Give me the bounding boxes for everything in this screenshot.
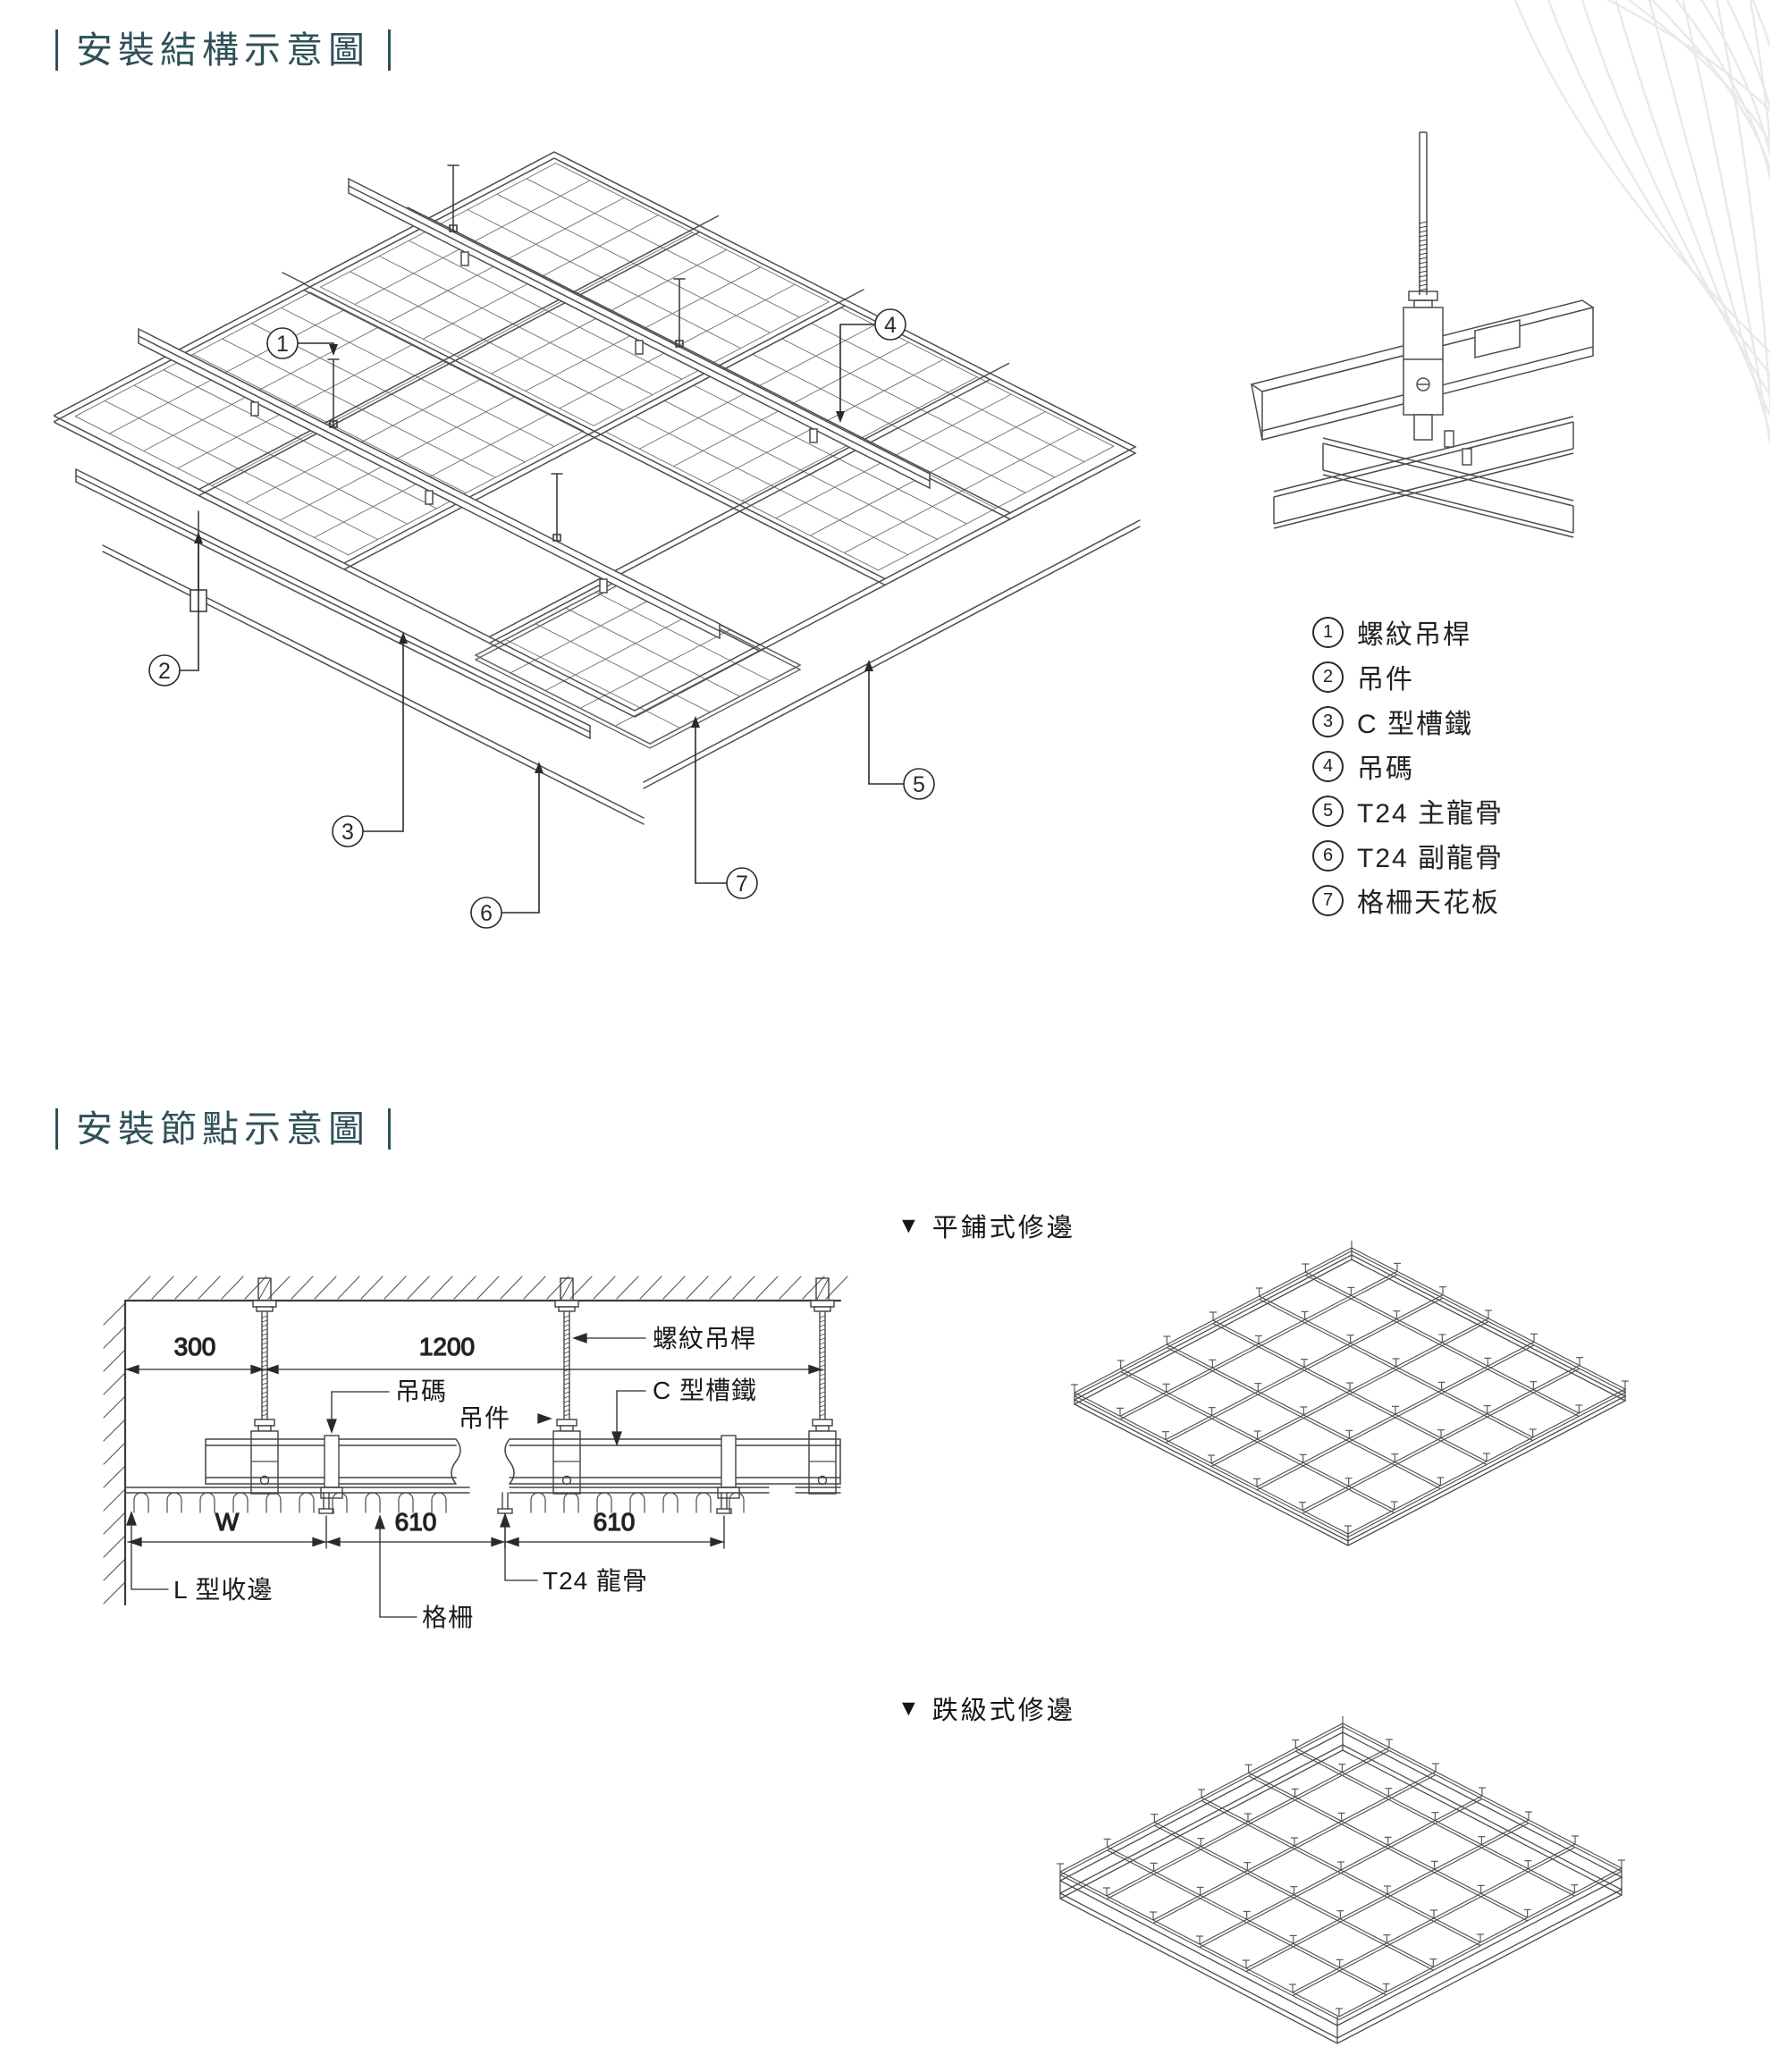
triangle-marker-icon: ▼ [898,1212,920,1238]
dim-w: W [215,1508,240,1536]
header-bar-right [388,1108,391,1150]
grille-cells-row [133,1492,745,1513]
callout-2: 2 [158,659,171,684]
dim-610-b: 610 [594,1508,636,1536]
flat-trim-panel-diagram [1071,1241,1629,1546]
slab-wall-hatching [103,1276,848,1605]
label-hanger: 吊件 [459,1404,510,1432]
variant-flat-text: 平鋪式修邊 [931,1214,1075,1242]
node-section-diagram: 300 1200 W 610 610 螺紋吊桿 C 型槽鐵 吊碼 吊件 L 型收… [103,1276,848,1631]
legend-num-3: 3 [1312,705,1344,737]
legend-num-7: 7 [1312,884,1344,916]
legend-num-2: 2 [1312,661,1344,693]
label-grille: 格柵 [422,1604,474,1631]
legend-label-3: C 型槽鐵 [1357,710,1473,739]
section-node-header: 安裝節點示意圖 [55,1108,391,1150]
label-t24: T24 龍骨 [543,1567,648,1595]
triangle-marker-icon: ▼ [898,1695,920,1721]
legend-num-6: 6 [1312,839,1344,872]
legend-num-1: 1 [1312,616,1344,648]
legend-item-cross-tee: 6 T24 副龍骨 [1312,833,1504,878]
parts-legend: 1 螺紋吊桿 2 吊件 3 C 型槽鐵 4 吊碼 5 T24 主龍骨 6 T24… [1312,610,1504,922]
header-bar-left [55,1108,58,1150]
label-rod: 螺紋吊桿 [653,1325,756,1352]
ceiling-grid-panels [74,163,1115,749]
legend-item-main-tee: 5 T24 主龍骨 [1312,788,1504,833]
legend-item-channel: 3 C 型槽鐵 [1312,699,1504,744]
callout-1: 1 [276,332,289,357]
variant-step-text: 跌級式修邊 [931,1697,1075,1725]
t-runner-cross [1273,414,1574,538]
c-channels [205,1438,841,1485]
legend-num-4: 4 [1312,750,1344,782]
dim-610-a: 610 [395,1508,437,1536]
legend-label-2: 吊件 [1357,665,1414,695]
dimensions: 300 1200 W 610 610 [124,1332,823,1549]
legend-item-clip: 4 吊碼 [1312,744,1504,788]
legend-num-5: 5 [1312,795,1344,827]
dim-300: 300 [174,1333,216,1360]
hanger-bracket [1403,307,1444,416]
decorative-mesh [1513,0,1770,449]
label-ltrim: L 型收邊 [173,1576,273,1604]
legend-label-5: T24 主龍骨 [1357,799,1504,829]
header-bar-right [388,29,391,71]
legend-label-1: 螺紋吊桿 [1357,620,1471,650]
joint-detail-diagram [1250,131,1595,538]
legend-label-7: 格柵天花板 [1357,889,1500,918]
section-structure-title: 安裝結構示意圖 [76,29,370,71]
callout-5: 5 [913,772,925,797]
legend-item-rod: 1 螺紋吊桿 [1312,610,1504,654]
slab-and-wall [123,1299,842,1606]
threaded-rod [1408,131,1438,308]
section-node-title: 安裝節點示意圖 [76,1108,370,1150]
structure-isometric-diagram: 1 2 3 4 5 6 7 [54,151,1141,929]
legend-label-6: T24 副龍骨 [1357,844,1504,873]
c-channel-beams [75,177,931,740]
label-clip: 吊碼 [395,1377,447,1405]
callouts: 1 2 3 4 5 6 7 [148,308,935,929]
variant-flat-label: ▼ 平鋪式修邊 [898,1207,1075,1244]
callout-3: 3 [341,820,354,845]
header-bar-left [55,29,58,71]
callout-4: 4 [884,313,897,338]
callout-7: 7 [736,872,748,897]
part-labels: 螺紋吊桿 C 型槽鐵 吊碼 吊件 L 型收邊 格柵 T24 龍骨 [126,1325,757,1631]
legend-item-grille-panel: 7 格柵天花板 [1312,878,1504,922]
variant-step-label: ▼ 跌級式修邊 [898,1689,1075,1727]
callout-6: 6 [480,901,493,926]
step-trim-panel-diagram [1057,1716,1625,2044]
label-channel: C 型槽鐵 [653,1377,757,1404]
dim-1200: 1200 [419,1333,475,1360]
legend-item-hanger: 2 吊件 [1312,654,1504,699]
section-structure-header: 安裝結構示意圖 [55,29,391,71]
legend-label-4: 吊碼 [1357,754,1414,784]
